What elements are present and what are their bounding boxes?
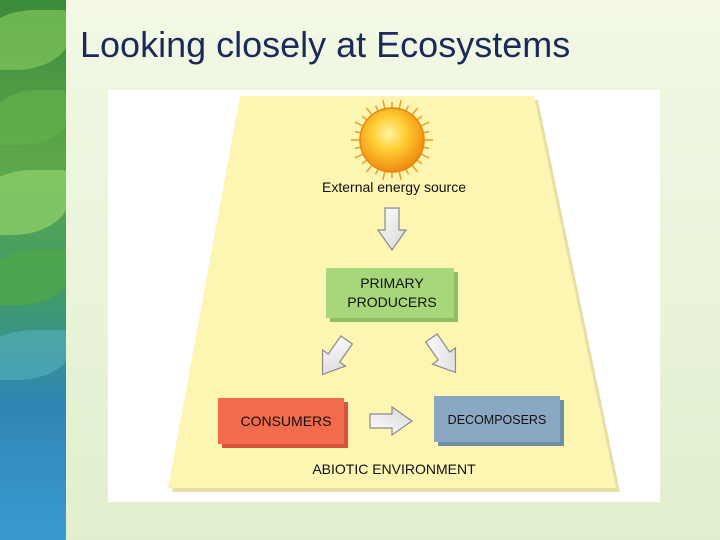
sun-icon bbox=[359, 107, 425, 173]
decomposers-box bbox=[434, 396, 560, 442]
arrow-down-right-icon bbox=[424, 333, 457, 374]
consumers-label: CONSUMERS bbox=[240, 413, 331, 429]
slide-title: Looking closely at Ecosystems bbox=[80, 24, 571, 65]
consumers-box bbox=[218, 398, 344, 444]
ecosystem-diagram-svg: External energy source PRIMARY PRODUCERS… bbox=[168, 96, 620, 492]
decorative-leaf-strip bbox=[0, 0, 66, 540]
producers-label-line2: PRODUCERS bbox=[347, 294, 436, 310]
primary-producers-box bbox=[326, 268, 454, 318]
ecosystem-diagram: External energy source PRIMARY PRODUCERS… bbox=[108, 90, 660, 502]
arrow-right-icon bbox=[369, 405, 414, 437]
arrow-down-icon bbox=[376, 207, 408, 252]
energy-source-label: External energy source bbox=[322, 179, 466, 195]
abiotic-environment-label: ABIOTIC ENVIRONMENT bbox=[312, 461, 476, 477]
decomposers-label: DECOMPOSERS bbox=[448, 413, 547, 427]
producers-label-line1: PRIMARY bbox=[360, 275, 424, 291]
arrow-down-left-icon bbox=[321, 335, 354, 376]
